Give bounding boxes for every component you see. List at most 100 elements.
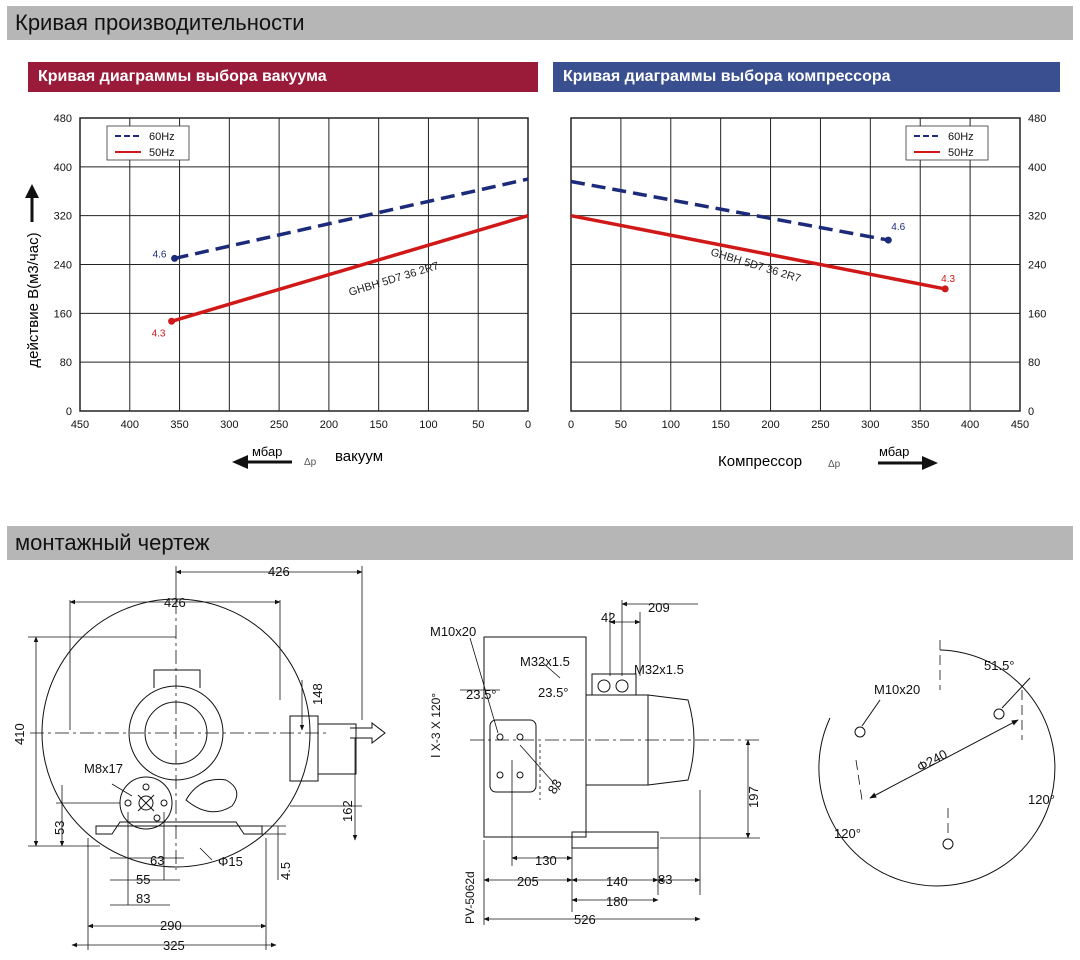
dim-180: 180 <box>606 894 628 909</box>
dim-426-housing: 426 <box>164 595 186 610</box>
x-tick-label: 400 <box>961 419 979 431</box>
mounting-section-bar: монтажный чертеж <box>7 526 1073 560</box>
flange-outline <box>818 649 1056 887</box>
plot-frame <box>570 117 1021 412</box>
y-axis-arrow <box>25 184 39 222</box>
side-view <box>470 636 760 849</box>
dim-83-diagonal: 83 <box>545 776 565 796</box>
label-m32-b: M32x1.5 <box>634 662 684 677</box>
x-tick-label: 350 <box>911 419 929 431</box>
x-tick-label: 100 <box>662 419 680 431</box>
y-tick-label: 160 <box>1028 308 1046 320</box>
label-51-5: 51.5° <box>984 658 1015 673</box>
side-base <box>571 831 659 849</box>
label-model: PV-5062d <box>463 871 477 924</box>
series-end-label: 4.6 <box>153 249 167 260</box>
series-end-label: 4.3 <box>941 274 955 285</box>
flange-view <box>818 640 1056 887</box>
performance-section-bar: Кривая производительности <box>7 6 1073 40</box>
x-tick-label: 300 <box>220 419 238 431</box>
front-outlet-flange <box>289 715 319 782</box>
series-line-50Hz <box>171 213 529 323</box>
label-phi240: Φ240 <box>914 746 949 774</box>
side-view-dimensions <box>460 600 760 925</box>
legend-label-60Hz: 60Hz <box>149 131 175 143</box>
compressor-chart-header: Кривая диаграммы выбора компрессора <box>553 62 1060 92</box>
x-tick-label: 350 <box>170 419 188 431</box>
series-point-50Hz <box>168 317 176 325</box>
x-tick-label: 250 <box>270 419 288 431</box>
x-tick-label: 50 <box>615 419 627 431</box>
compressor-delta-p-symbol: Δp <box>828 459 841 470</box>
legend-label-50Hz: 50Hz <box>149 147 175 159</box>
front-window-slot <box>185 778 238 813</box>
y-tick-label: 480 <box>1028 113 1046 125</box>
front-top-port <box>153 669 201 688</box>
label-m32-a: M32x1.5 <box>520 654 570 669</box>
y-tick-label: 240 <box>54 260 72 272</box>
series-point-60Hz <box>884 236 892 244</box>
x-tick-label: 0 <box>525 419 531 431</box>
x-tick-label: 400 <box>121 419 139 431</box>
series-point-60Hz <box>171 254 179 262</box>
label-angle-a: 23.5° <box>466 687 497 702</box>
flange-hole-left <box>854 726 866 738</box>
front-view-dimensions <box>28 566 363 950</box>
dim-526: 526 <box>574 912 596 927</box>
dim-290: 290 <box>160 918 182 933</box>
y-tick-label: 400 <box>1028 162 1046 174</box>
side-terminal-box <box>591 673 637 696</box>
side-flange-plate <box>489 719 537 793</box>
mounting-drawing: 426 426 410 148 162 53 63 55 83 290 325 … <box>12 564 1056 953</box>
side-fan-cover <box>647 694 695 786</box>
vacuum-delta-p-symbol: Δp <box>304 457 317 468</box>
x-tick-label: 150 <box>711 419 729 431</box>
performance-section-title: Кривая производительности <box>15 10 305 35</box>
x-tick-label: 200 <box>320 419 338 431</box>
legend-label-60Hz: 60Hz <box>948 131 974 143</box>
y-tick-label: 80 <box>1028 357 1040 369</box>
x-tick-label: 450 <box>1011 419 1029 431</box>
compressor-chart-title: Кривая диаграммы выбора компрессора <box>563 68 891 85</box>
flange-hole-bottom <box>942 838 954 850</box>
x-tick-label: 250 <box>811 419 829 431</box>
x-tick-label: 0 <box>568 419 574 431</box>
mounting-section-title: монтажный чертеж <box>15 530 210 555</box>
label-120-left: 120° <box>834 826 861 841</box>
vacuum-x-axis-label: вакуум <box>335 448 383 465</box>
label-m10x20-side: M10x20 <box>430 624 476 639</box>
x-tick-label: 300 <box>861 419 879 431</box>
y-tick-label: 320 <box>1028 211 1046 223</box>
dim-63: 63 <box>150 853 164 868</box>
label-m8x17: M8x17 <box>84 761 123 776</box>
legend-box <box>106 125 190 161</box>
series-line-50Hz <box>570 213 946 291</box>
flange-hole-right <box>993 708 1005 720</box>
label-phi15: Φ15 <box>218 854 243 869</box>
y-tick-label: 480 <box>54 113 72 125</box>
dim-140: 140 <box>606 874 628 889</box>
label-120-right: 120° <box>1028 792 1055 807</box>
front-base <box>95 821 263 835</box>
outlet-flow-arrow <box>350 721 386 745</box>
compressor-x-arrow <box>878 456 938 470</box>
legend-label-50Hz: 50Hz <box>948 147 974 159</box>
label-m10x20-flange: M10x20 <box>874 682 920 697</box>
compressor-x-axis-label: Компрессор <box>718 453 802 470</box>
legend-box <box>905 125 989 161</box>
dim-83-side: 83 <box>658 872 672 887</box>
side-view-labels: 209 42 197 130 205 140 83 180 526 83 M10… <box>429 600 761 927</box>
y-tick-label: 240 <box>1028 260 1046 272</box>
plot-frame <box>79 117 529 412</box>
dim-53: 53 <box>52 821 67 835</box>
dim-410: 410 <box>12 723 27 745</box>
vacuum-x-arrow <box>232 455 292 469</box>
y-tick-label: 400 <box>54 162 72 174</box>
x-tick-label: 450 <box>71 419 89 431</box>
vacuum-x-unit: мбар <box>252 444 282 459</box>
y-tick-label: 160 <box>54 308 72 320</box>
series-line-60Hz <box>174 177 529 261</box>
series-end-label: 4.6 <box>891 222 905 233</box>
